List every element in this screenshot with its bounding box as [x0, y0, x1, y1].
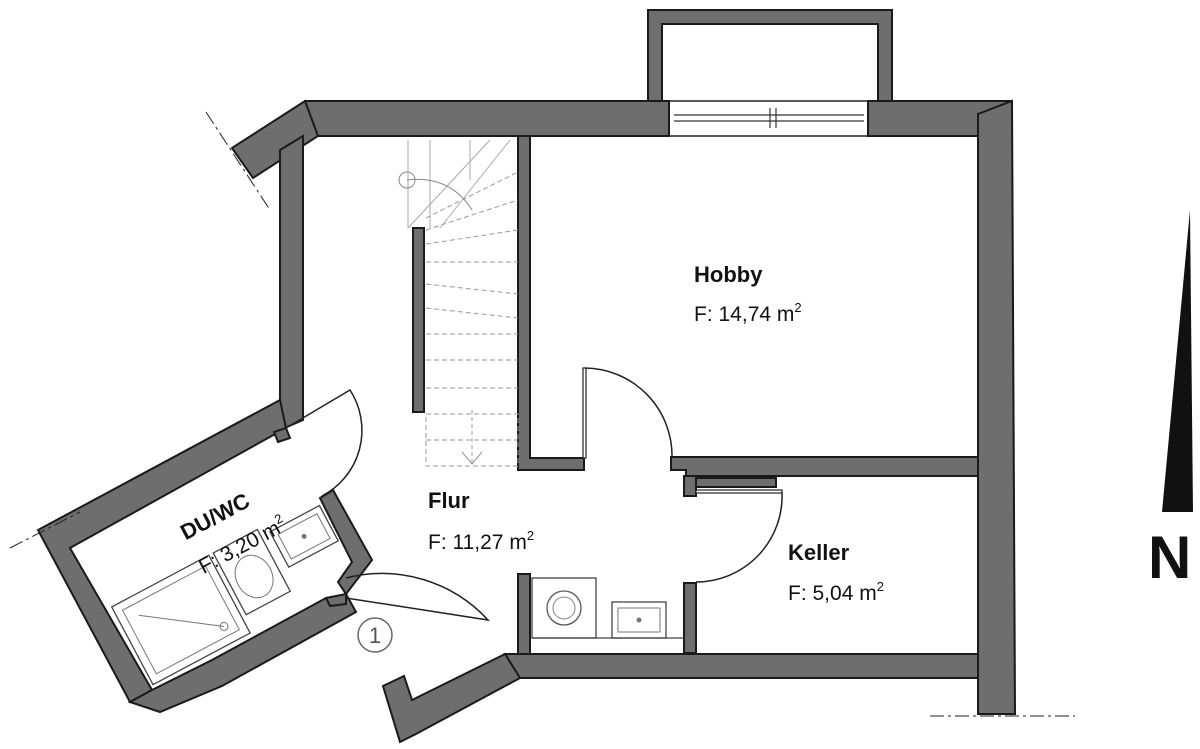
- keller-name: Keller: [788, 540, 850, 565]
- hobby-area: F: 14,74 m2: [694, 300, 802, 326]
- hobby-name: Hobby: [694, 262, 763, 287]
- keller-door: [695, 489, 783, 583]
- keller-left-wall: [683, 582, 697, 654]
- hobby-door: [582, 367, 673, 459]
- north-label: N: [1148, 524, 1191, 591]
- entrance-wall: [381, 652, 522, 744]
- top-left-diagonal-wall: [230, 99, 320, 180]
- top-window: [667, 100, 871, 137]
- keller-door-jamb: [683, 475, 697, 497]
- balcony-outline: [647, 9, 893, 102]
- entrance-marker-label: 1: [369, 623, 381, 648]
- right-wall: [977, 99, 1017, 715]
- duwc-block: [9, 398, 374, 714]
- laundry-fixtures: [531, 577, 684, 639]
- entrance-door-swing: [345, 572, 491, 622]
- duwc-door-swing: [285, 388, 363, 497]
- keller-top-stub: [695, 477, 777, 488]
- hobby-left-wall: [517, 135, 585, 471]
- keller-area: F: 5,04 m2: [788, 579, 884, 605]
- entrance-marker-circle: [357, 617, 393, 653]
- staircase: [398, 139, 519, 467]
- top-wall-left: [304, 100, 670, 137]
- section-line-top: [205, 111, 271, 211]
- stair-rail: [412, 227, 425, 413]
- hobby-bottom-wall: [670, 456, 979, 477]
- flur-area: F: 11,27 m2: [428, 528, 534, 554]
- north-arrow-icon: [1162, 210, 1193, 512]
- left-wall: [279, 134, 304, 432]
- flur-name: Flur: [428, 488, 470, 513]
- niche-left-wall: [517, 573, 531, 655]
- bottom-wall: [503, 653, 979, 679]
